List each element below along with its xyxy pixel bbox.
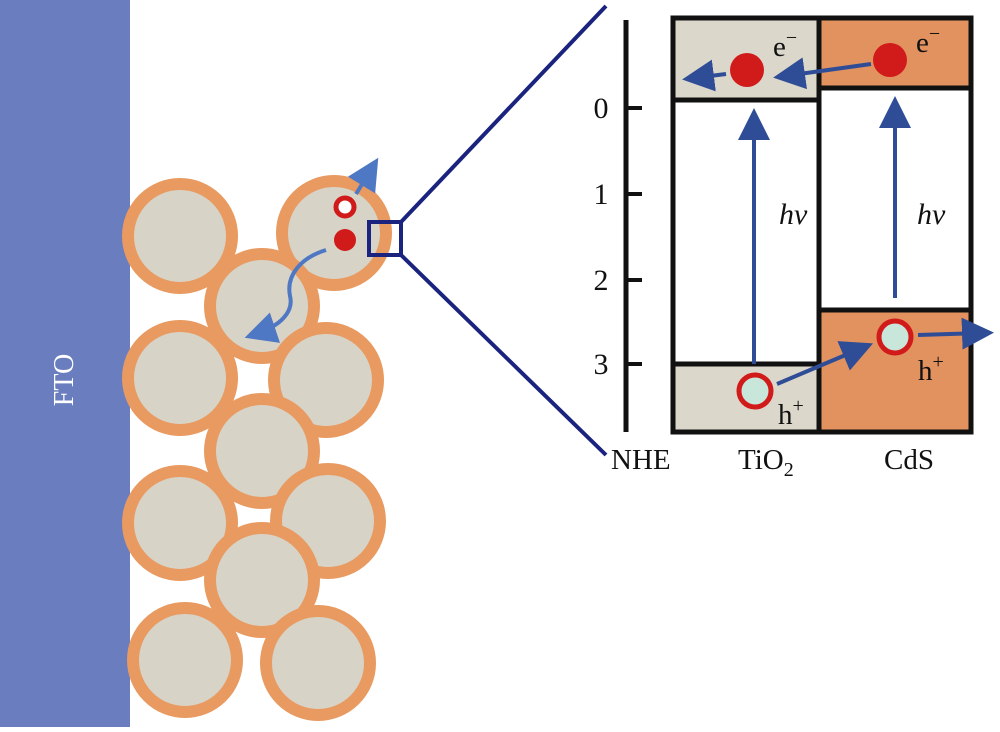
particle-electron [334, 229, 356, 251]
cds-hole [876, 318, 914, 356]
tick-label-2: 2 [594, 264, 609, 297]
nanoparticle [204, 248, 320, 364]
nanoparticle [127, 602, 243, 718]
particle-hole [333, 195, 357, 219]
nanoparticle [122, 178, 238, 294]
nanoparticle [204, 522, 320, 638]
cds-hv-label: hv [917, 198, 946, 231]
tick-label-0: 0 [594, 92, 609, 125]
fto-label: FTO [49, 354, 80, 406]
energy-axis-name: NHE [611, 444, 671, 476]
cds-hole-label: h+ [918, 351, 944, 387]
tick-label-1: 1 [594, 178, 609, 211]
particle-electron-arrow [244, 248, 327, 343]
zoom-region [367, 220, 403, 257]
nanoparticle [122, 465, 238, 581]
particle-hole-arrow [347, 157, 379, 196]
cds-electron-label: e− [916, 23, 940, 59]
tio2-hole-label: h+ [778, 395, 804, 431]
electron-transfer-arrow [773, 57, 872, 90]
zoom-line-top [399, 4, 608, 224]
cds-electron [873, 43, 907, 77]
tick-label-3: 3 [594, 348, 609, 381]
nanoparticle [268, 322, 384, 438]
band-frame [670, 15, 974, 435]
nanoparticle [122, 320, 238, 436]
cds-label: CdS [884, 444, 934, 476]
tio2-electron [730, 53, 764, 87]
electron-collection-arrow [682, 59, 727, 92]
hole-extraction-arrow [917, 317, 994, 350]
nanoparticle [260, 605, 376, 721]
tio2-hole [736, 372, 774, 410]
tio2-hv-label: hv [779, 198, 808, 231]
nanoparticle [204, 393, 320, 509]
tio2-label: TiO2 [738, 444, 794, 481]
tio2-electron-label: e− [773, 27, 797, 63]
zoom-line-bottom [399, 253, 608, 457]
fto-electrode [0, 0, 130, 727]
hole-transfer-arrow [776, 341, 874, 386]
nanoparticle-film [122, 175, 392, 721]
